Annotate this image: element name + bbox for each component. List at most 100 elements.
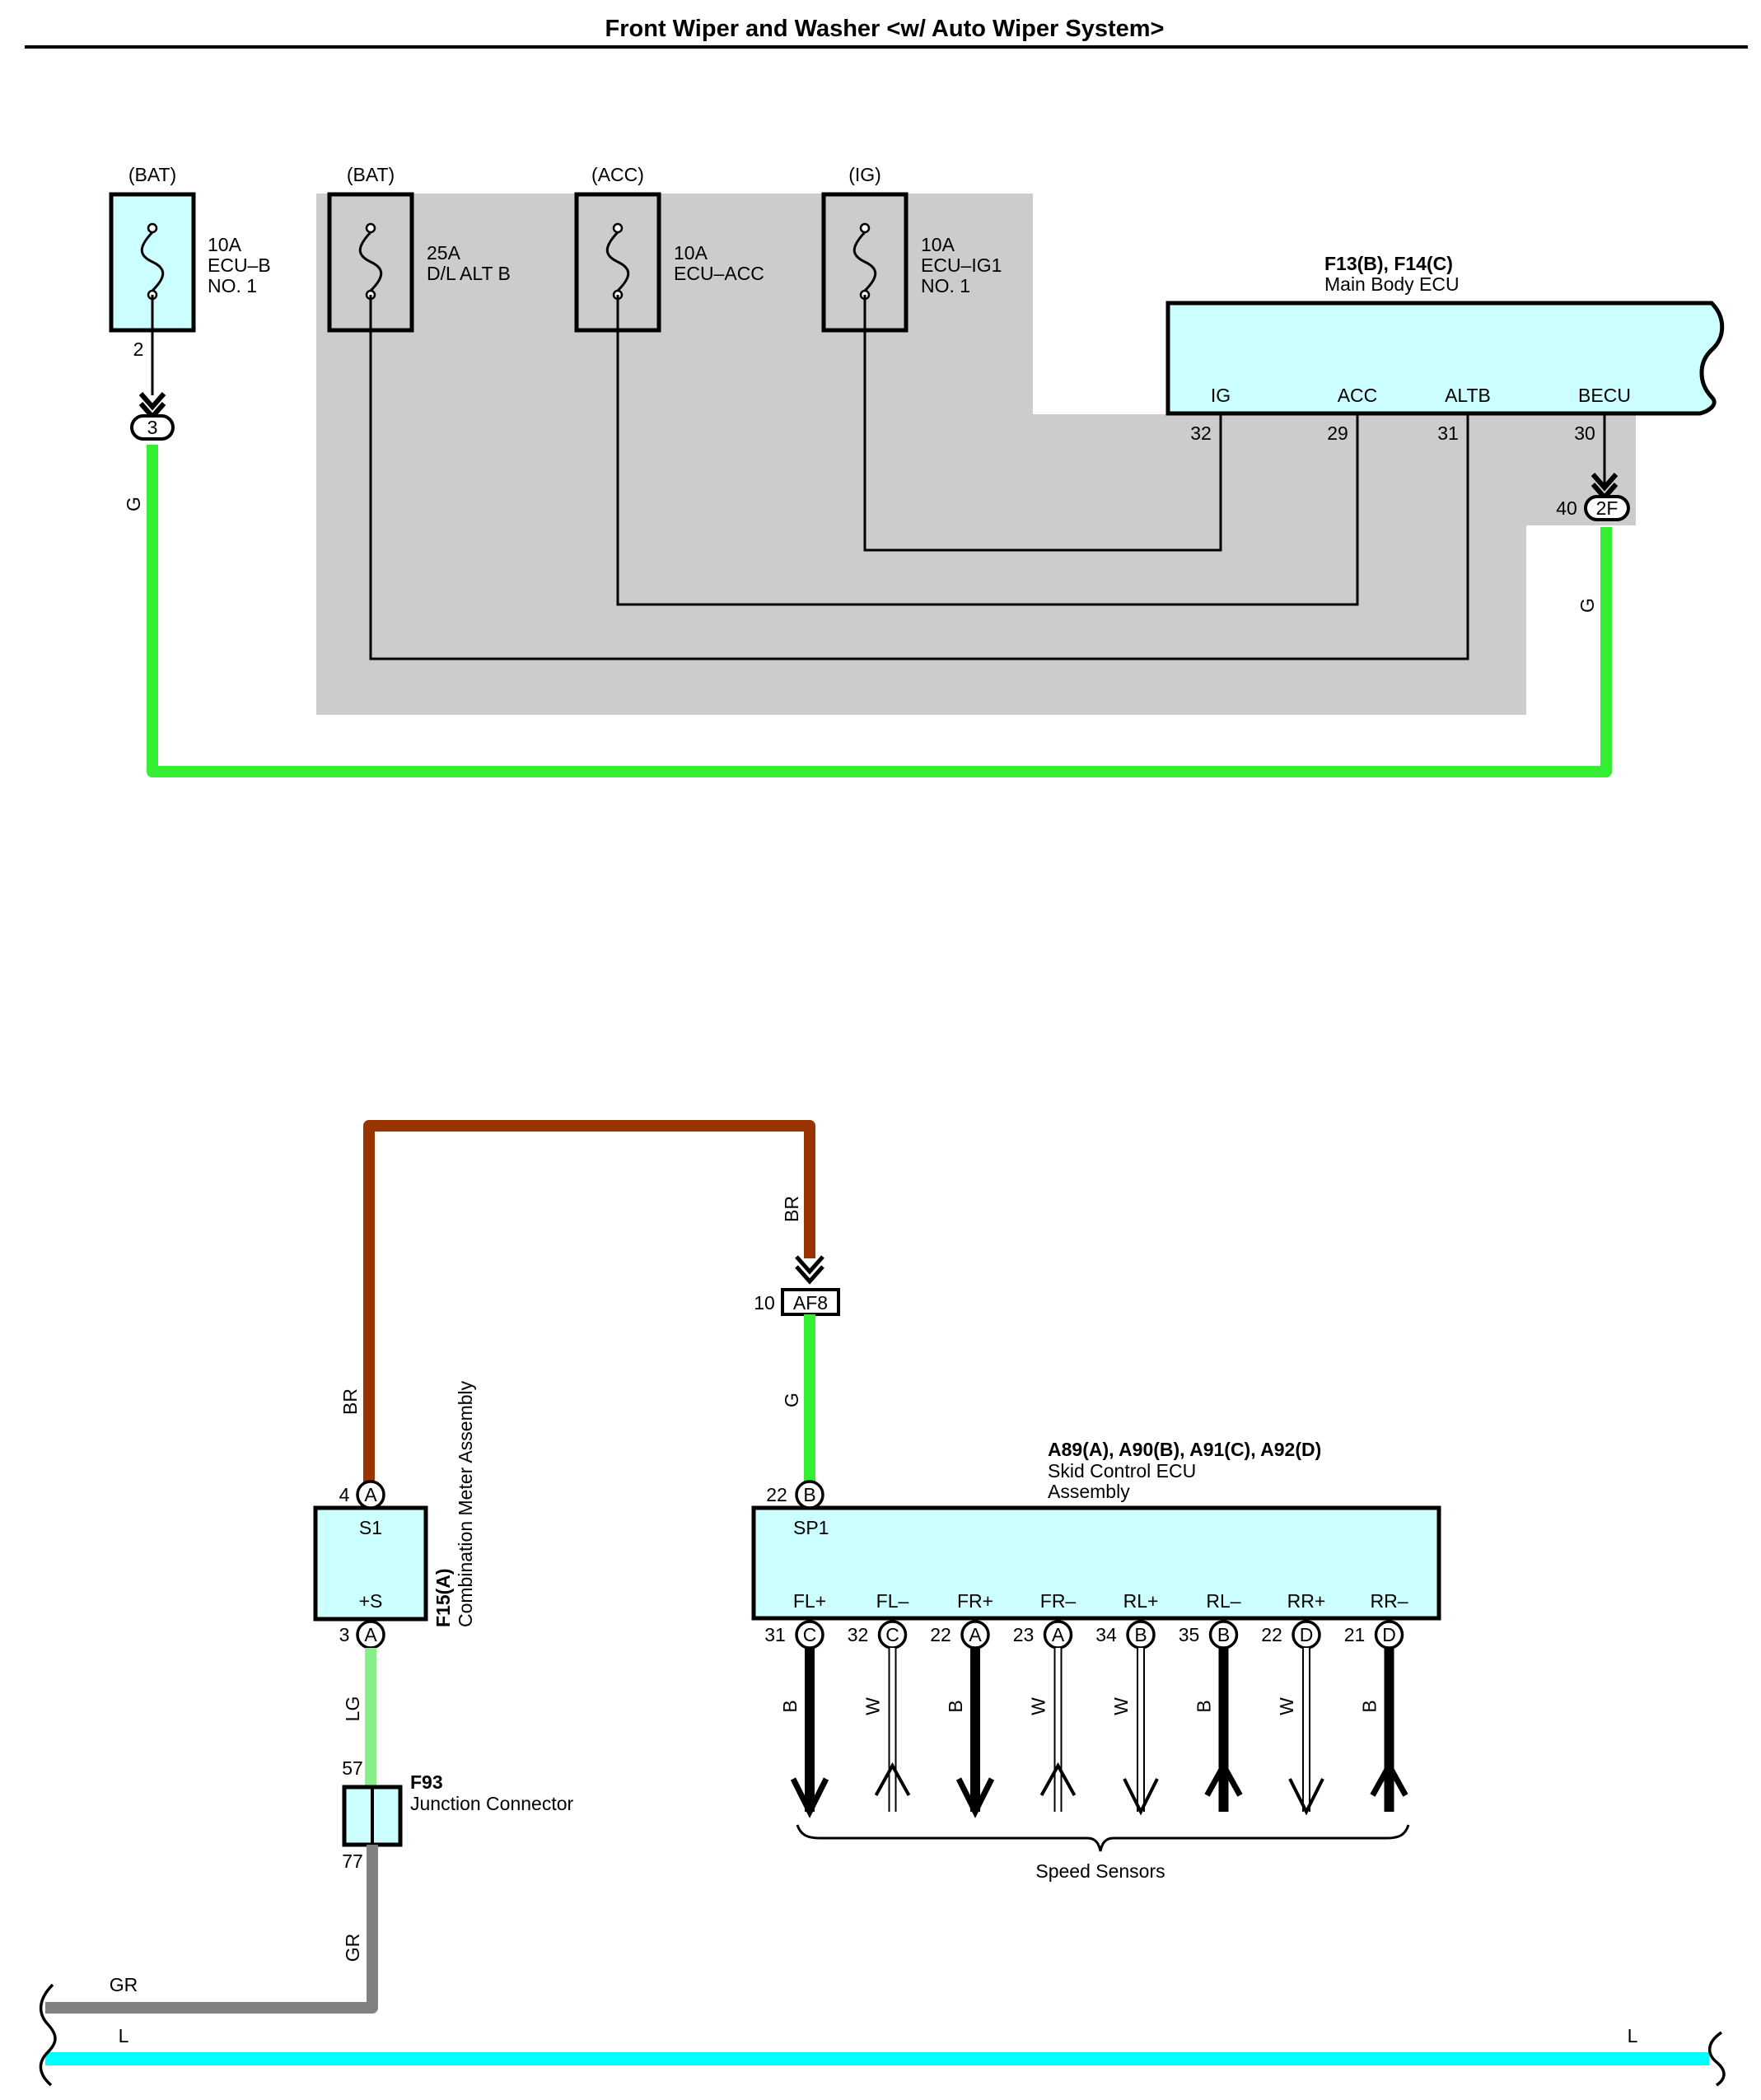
arrow-up-icon xyxy=(1204,1759,1243,1797)
arrow-down-icon xyxy=(790,1777,829,1818)
pin-number: 3 xyxy=(339,1624,350,1645)
terminal-label-sp1: SP1 xyxy=(793,1517,829,1538)
fuse-source-label: (BAT) xyxy=(347,164,395,185)
pin-number: 10 xyxy=(754,1292,775,1314)
connector-letter: C xyxy=(885,1624,899,1645)
terminal-label: RL– xyxy=(1206,1590,1240,1612)
pin-number: 32 xyxy=(848,1624,869,1645)
speed-sensors-label: Speed Sensors xyxy=(1035,1860,1165,1882)
skid-control-ecu-assembly: A89(A), A90(B), A91(C), A92(D) Skid Cont… xyxy=(751,1439,1441,1621)
fuse-element-icon xyxy=(140,231,165,292)
fuse-terminal xyxy=(612,222,624,234)
terminal-label-acc: ACC xyxy=(1338,385,1378,406)
connector-arrow-icon xyxy=(138,392,166,421)
connector-letter: D xyxy=(1382,1624,1396,1645)
wire-ig xyxy=(863,295,1222,552)
connector-letter: A xyxy=(969,1624,982,1645)
wire-color-label: G xyxy=(781,1393,802,1407)
fuse-element-icon xyxy=(852,231,877,292)
fuse-rating: 25A xyxy=(427,242,461,264)
component-name: Skid Control ECU xyxy=(1048,1460,1196,1482)
connector-letter: B xyxy=(803,1484,815,1505)
connector-letter: D xyxy=(1300,1624,1314,1645)
fuse-source-label: (BAT) xyxy=(128,164,176,185)
fuse-pin-number: 2 xyxy=(133,338,144,360)
arrow-down-icon xyxy=(1288,1778,1324,1816)
continuation-break-icon xyxy=(39,1983,57,2087)
terminal-label: FR– xyxy=(1040,1590,1077,1612)
speed-sensors-brace xyxy=(796,1824,1410,1852)
page-title: Front Wiper and Washer <w/ Auto Wiper Sy… xyxy=(605,16,1165,42)
connector-letter: C xyxy=(803,1624,817,1645)
connector-badge xyxy=(130,414,175,441)
pin-number: 34 xyxy=(1095,1624,1117,1645)
pin-number: 21 xyxy=(1344,1624,1366,1645)
fuse-terminal xyxy=(147,222,158,234)
combination-meter-assembly: S1 +S A 4 A 3 F15(A) Combination Meter A… xyxy=(313,1380,476,1650)
wire-color-label: B xyxy=(1193,1700,1215,1712)
fuse-name: ECU–B xyxy=(208,254,271,276)
wire-color-label: L xyxy=(119,2025,129,2046)
wire-color-label: B xyxy=(1359,1700,1380,1712)
fuse-name: D/L ALT B xyxy=(427,263,511,284)
pin-number: 31 xyxy=(764,1624,786,1645)
connector-id: 3 xyxy=(147,417,158,438)
terminal-label-plus-s: +S xyxy=(359,1590,383,1612)
pin-number: 22 xyxy=(930,1624,951,1645)
wire-gray-gr xyxy=(45,1845,378,2014)
connector-letter: B xyxy=(1134,1624,1147,1645)
fuse-source-label: (ACC) xyxy=(591,164,644,185)
pin-circle xyxy=(356,1480,385,1510)
fuse-name: ECU–IG1 xyxy=(921,254,1002,276)
component-code: F15(A) xyxy=(432,1568,454,1627)
connector-3: 3 xyxy=(130,392,175,441)
wire-color-label: W xyxy=(862,1697,884,1715)
wire-color-label: W xyxy=(1028,1697,1049,1715)
pin-number: 40 xyxy=(1556,497,1577,519)
connector-arrow-icon xyxy=(795,1255,824,1285)
connector-id: AF8 xyxy=(793,1292,828,1314)
pin-number: 31 xyxy=(1437,422,1459,444)
wire-green-g xyxy=(147,445,1612,777)
pin-number: 29 xyxy=(1327,422,1348,444)
wire-brown-br xyxy=(363,1120,815,1509)
wire-color-label: GR xyxy=(110,1974,138,1995)
wire-color-label: LG xyxy=(342,1696,363,1722)
arrow-up-icon xyxy=(874,1762,911,1796)
fuse-rating: 10A xyxy=(208,234,242,255)
junction-connector-f93: 57 77 F93 Junction Connector xyxy=(342,1757,573,1872)
pin-number: 22 xyxy=(1261,1624,1282,1645)
terminal-label: FL– xyxy=(876,1590,909,1612)
wire-color-label: W xyxy=(1276,1697,1297,1715)
wire-acc xyxy=(616,295,1359,606)
component-name: Junction Connector xyxy=(410,1793,574,1814)
terminal-label: RL+ xyxy=(1123,1590,1159,1612)
skid-control-terminals: FL+C31BFL–C32WFR+A22BFR–A23WRL+B34WRL–B3… xyxy=(764,1590,1408,1818)
fuse-ecu-b-no1: (BAT) 10A ECU–B NO. 1 2 xyxy=(109,164,271,360)
connector-badge xyxy=(1584,495,1630,521)
fuse-name-2: NO. 1 xyxy=(208,275,257,296)
main-body-ecu: F13(B), F14(C) Main Body ECU IG ACC ALTB… xyxy=(1165,253,1725,444)
fuse-rating: 10A xyxy=(921,234,955,255)
arrow-up-icon xyxy=(1039,1762,1077,1796)
pin-number: 30 xyxy=(1574,422,1595,444)
component-name-2: Assembly xyxy=(1048,1481,1130,1502)
pin-number: 35 xyxy=(1179,1624,1200,1645)
pin-number: 4 xyxy=(339,1484,350,1505)
pin-number: 22 xyxy=(766,1484,787,1505)
wire-color-label: B xyxy=(945,1700,966,1712)
fuse-rating: 10A xyxy=(674,242,708,264)
connector-letter: A xyxy=(1052,1624,1065,1645)
ecu-body xyxy=(1165,301,1725,416)
fuse-terminal xyxy=(859,222,871,234)
fuse-name-2: NO. 1 xyxy=(921,275,970,296)
wire-color-label: B xyxy=(779,1700,801,1712)
fuse-source-label: (IG) xyxy=(848,164,881,185)
fuse-element-icon xyxy=(605,231,630,292)
fuse-element-icon xyxy=(358,231,383,292)
fuse-name: ECU–ACC xyxy=(674,263,764,284)
component-code: F93 xyxy=(410,1771,443,1793)
component-name: Combination Meter Assembly xyxy=(455,1380,476,1627)
terminal-label: RR+ xyxy=(1287,1590,1326,1612)
